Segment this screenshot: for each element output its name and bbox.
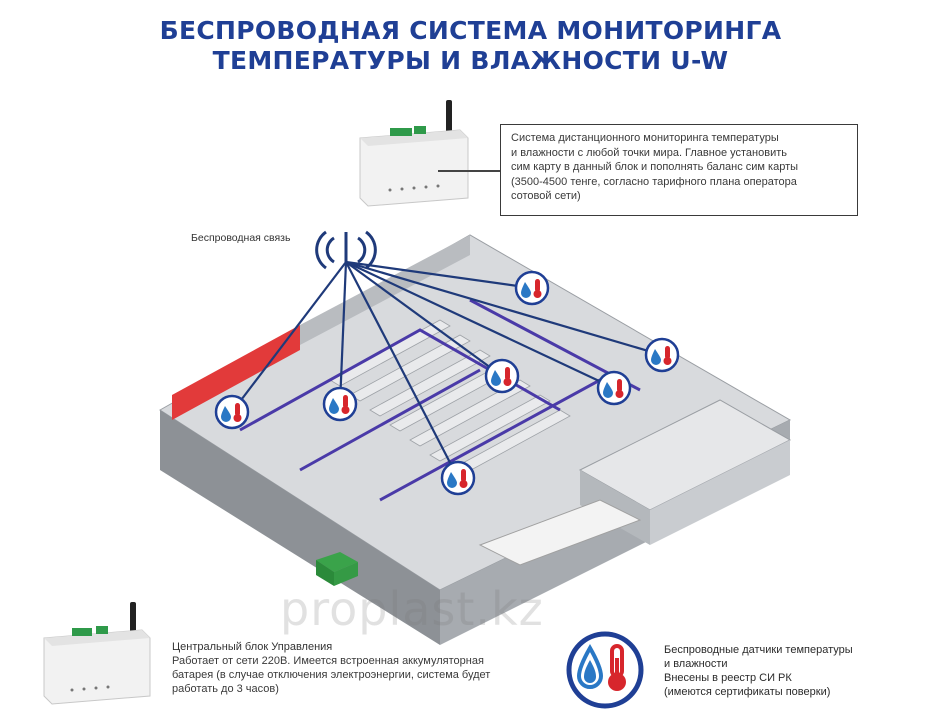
info-line-4: (3500-4500 тенге, согласно тарифного пла…	[511, 175, 797, 188]
info-line-3: сим карту в данный блок и пополнять бала…	[511, 161, 799, 173]
sensors-line-1: Беспроводные датчики температуры	[664, 644, 853, 656]
sensor-icon-7	[644, 337, 680, 373]
info-line-5: сотовой сети)	[511, 190, 581, 202]
central-unit-title: Центральный блок Управления	[172, 641, 333, 653]
sensor-icon-5	[514, 270, 550, 306]
central-unit-line-2: батарея (в случае отключения электроэнер…	[172, 669, 491, 681]
sensors-line-4: (имеются сертификаты поверки)	[664, 686, 831, 698]
humidity-temperature-sensor-icon	[566, 631, 644, 709]
central-unit-description: Центральный блок Управления Работает от …	[172, 640, 532, 696]
sensors-line-3: Внесены в реестр СИ РК	[664, 672, 792, 684]
watermark: proplast.kz	[280, 582, 544, 636]
wireless-label: Беспроводная связь	[191, 232, 291, 244]
info-box: Система дистанционного мониторинга темпе…	[500, 124, 858, 216]
title-line-1: БЕСПРОВОДНАЯ СИСТЕМА МОНИТОРИНГА	[159, 16, 782, 45]
central-unit-line-3: работать до 3 часов)	[172, 683, 279, 695]
building-wall-left	[160, 410, 440, 645]
wireless-links	[231, 260, 663, 479]
sensor-icon-3	[440, 460, 476, 496]
control-unit-top-icon	[359, 100, 469, 207]
sensors-description: Беспроводные датчики температуры и влажн…	[664, 643, 934, 699]
sensors-line-2: и влажности	[664, 658, 728, 670]
sensor-icon-1	[214, 394, 250, 430]
central-unit-line-1: Работает от сети 220В. Имеется встроенна…	[172, 655, 484, 667]
title-line-2: ТЕМПЕРАТУРЫ И ВЛАЖНОСТИ U-W	[212, 46, 729, 75]
sensor-icon-4	[484, 358, 520, 394]
info-connector-line	[438, 170, 500, 172]
control-unit-bottom-icon	[43, 602, 151, 705]
info-line-1: Система дистанционного мониторинга темпе…	[511, 132, 779, 144]
sensor-icon-2	[322, 386, 358, 422]
red-wall	[172, 325, 300, 420]
sensor-icon-6	[596, 370, 632, 406]
info-line-2: и влажности с любой точки мира. Главное …	[511, 146, 787, 159]
page-title: БЕСПРОВОДНАЯ СИСТЕМА МОНИТОРИНГА ТЕМПЕРА…	[0, 16, 941, 76]
